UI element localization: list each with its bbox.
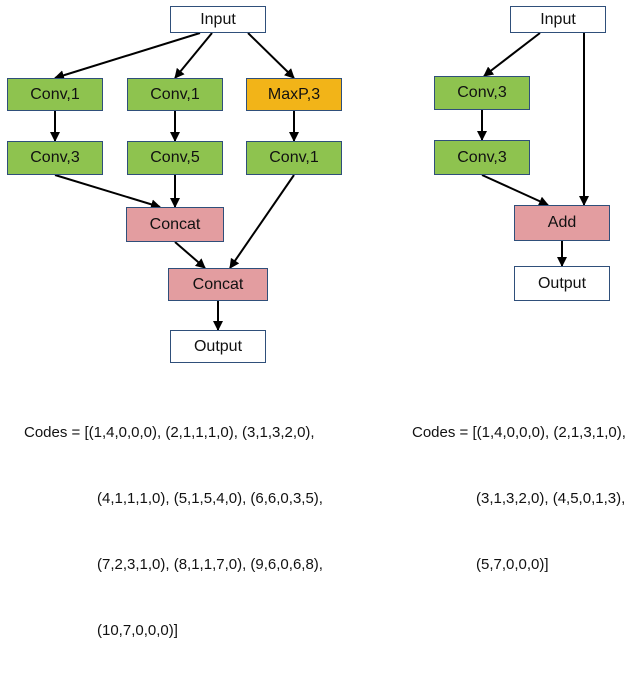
left-conv3-node: Conv,3 (7, 141, 103, 175)
right-codes-line-1: Codes = [(1,4,0,0,0), (2,1,3,1,0), (412, 424, 626, 441)
right-conv3-a-node: Conv,3 (434, 76, 530, 110)
edge-conv3-concat1 (54, 174, 161, 210)
right-input-node: Input (510, 6, 606, 33)
left-conv5-node: Conv,5 (127, 141, 223, 175)
diagram: Input Conv,1 Conv,1 MaxP,3 Conv,3 Conv,5… (7, 6, 626, 639)
right-codes-line-2: (3,1,3,2,0), (4,5,0,1,3), (476, 490, 626, 507)
left-conv1-a-node: Conv,1 (7, 78, 103, 111)
left-codes: Codes = [(1,4,0,0,0), (2,1,1,1,0), (3,1,… (24, 378, 323, 686)
left-output-node: Output (170, 330, 266, 363)
edges (50, 32, 589, 331)
right-add-node: Add (514, 205, 610, 241)
edge-r-input-conv3a (483, 32, 541, 77)
left-codes-line-4: (10,7,0,0,0)] (97, 622, 178, 639)
edge-input-maxpool (247, 32, 295, 79)
edge-concat1-concat2 (174, 241, 206, 269)
left-codes-line-2: (4,1,1,1,0), (5,1,5,4,0), (6,6,0,3,5), (97, 490, 323, 507)
left-conv1-b-node: Conv,1 (127, 78, 223, 111)
left-maxpool-node: MaxP,3 (246, 78, 342, 111)
edge-conv1c-concat2 (229, 174, 295, 269)
left-concat1-node: Concat (126, 207, 224, 242)
edge-input-conv1a (54, 32, 201, 81)
right-codes-line-3: (5,7,0,0,0)] (476, 556, 549, 573)
right-output-node: Output (514, 266, 610, 301)
left-input-node: Input (170, 6, 266, 33)
edge-input-conv1b (174, 32, 213, 79)
left-codes-line-3: (7,2,3,1,0), (8,1,1,7,0), (9,6,0,6,8), (97, 556, 323, 573)
left-codes-line-1: Codes = [(1,4,0,0,0), (2,1,1,1,0), (3,1,… (24, 424, 315, 441)
left-conv1-c-node: Conv,1 (246, 141, 342, 175)
left-concat2-node: Concat (168, 268, 268, 301)
right-codes: Codes = [(1,4,0,0,0), (2,1,3,1,0), (3,1,… (412, 378, 626, 620)
edge-r-conv3b-add (481, 174, 549, 206)
right-conv3-b-node: Conv,3 (434, 140, 530, 175)
